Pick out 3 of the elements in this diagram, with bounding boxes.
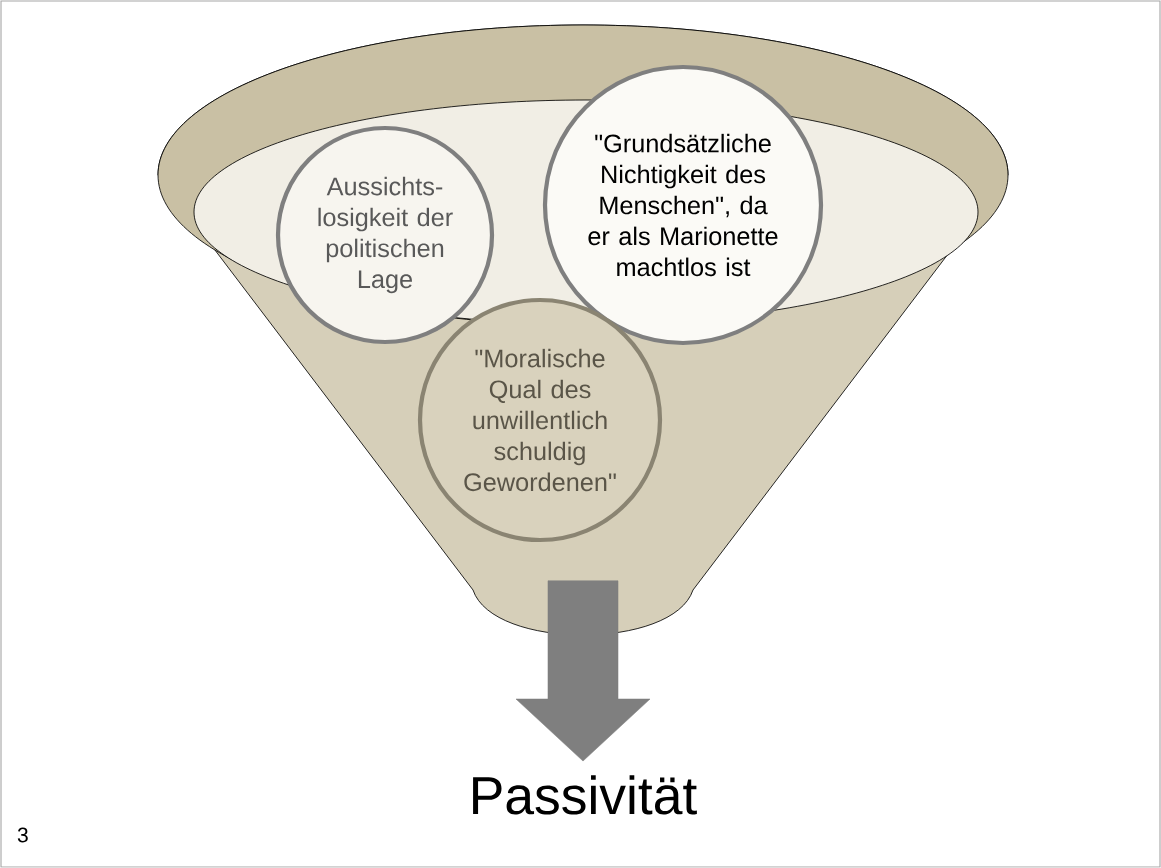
result-text: Passivität (473, 775, 697, 815)
page-number: 3 (17, 827, 28, 843)
block-arrow (515, 580, 651, 762)
